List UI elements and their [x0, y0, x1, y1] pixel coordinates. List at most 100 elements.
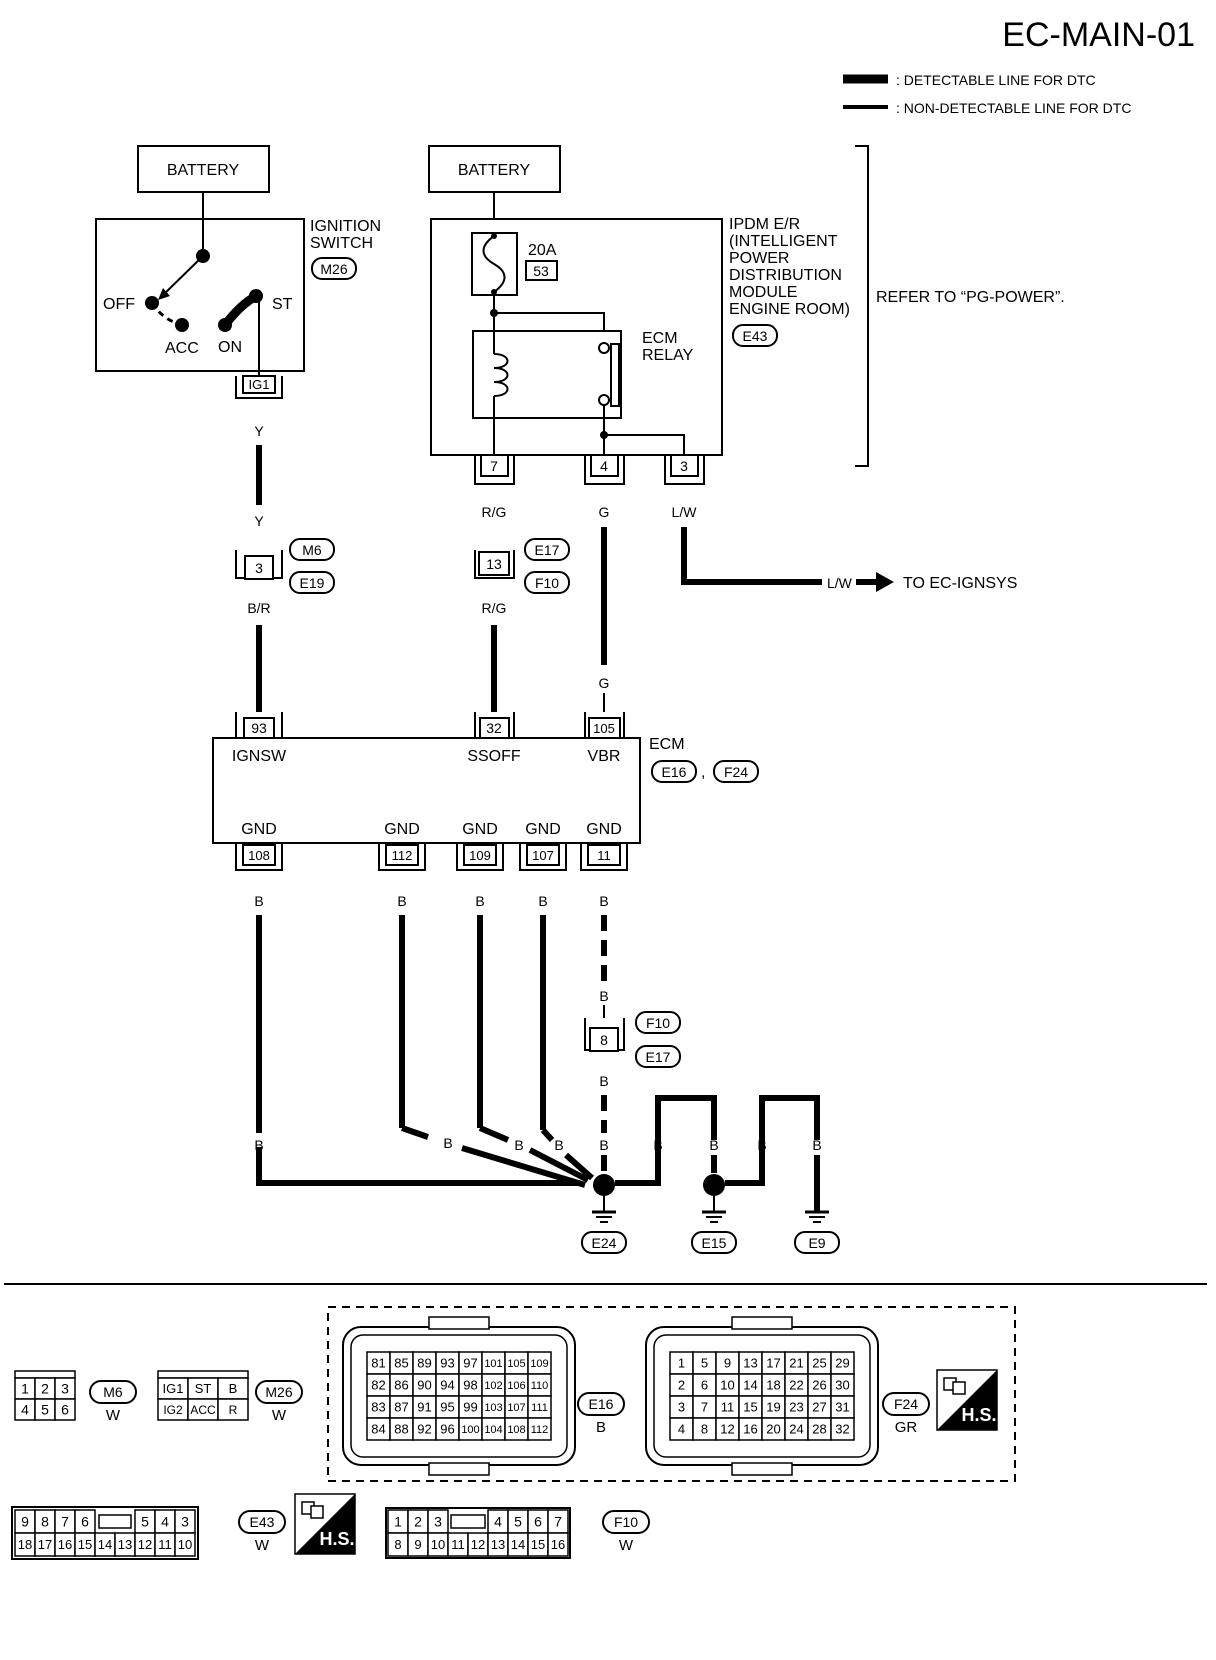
f10-badge — [602, 1510, 650, 1534]
battery-1-label: BATTERY — [167, 162, 240, 179]
ecm-pin-ssoff: SSOFF — [467, 748, 521, 765]
svg-text:B: B — [554, 1137, 563, 1153]
e16-pin-label: 97 — [463, 1356, 477, 1371]
f24-pin-label: 25 — [812, 1356, 826, 1371]
e16-pin-label: 98 — [463, 1378, 477, 1393]
e16-pin-label: 108 — [507, 1424, 525, 1436]
fuse-number-box — [525, 260, 558, 281]
svg-text:32: 32 — [486, 720, 502, 736]
svg-text:GND: GND — [384, 821, 420, 838]
m6-badge-id: M6 — [103, 1384, 123, 1400]
ignition-switch-label-1: IGNITION — [310, 218, 381, 235]
svg-text:93: 93 — [251, 720, 267, 736]
connector-badge-f24-text: F24 — [724, 764, 748, 780]
svg-text:B: B — [514, 1137, 523, 1153]
battery-1 — [137, 145, 270, 193]
jc2-pin — [478, 551, 510, 576]
f24-pin-label: 18 — [766, 1378, 780, 1393]
e16-pin-label: 101 — [484, 1358, 502, 1370]
e16-pin-label: 106 — [507, 1380, 525, 1392]
wire-lw — [681, 527, 822, 585]
svg-text:POWER: POWER — [729, 250, 789, 267]
harness-side-icon-2: H.S. — [294, 1493, 356, 1555]
page-id: EC-MAIN-01 — [1002, 16, 1195, 54]
e16-pin-label: 94 — [440, 1378, 454, 1393]
e16-latch-top — [428, 1316, 490, 1330]
switch-pos-st: ST — [272, 296, 293, 313]
pg-power-bracket — [855, 145, 869, 467]
f24-badge-color: GR — [895, 1419, 918, 1436]
f24-pin-label: 29 — [835, 1356, 849, 1371]
e43-pin-label: 16 — [58, 1537, 72, 1552]
e43-pin-label: 18 — [18, 1537, 32, 1552]
svg-text:GND: GND — [462, 821, 498, 838]
f10-pin-label: 9 — [414, 1537, 421, 1552]
hs-plug-b — [310, 1505, 324, 1519]
ground-badge-e24 — [581, 1231, 627, 1254]
jc3-pin — [589, 1027, 619, 1052]
connector-badge-m6 — [289, 538, 335, 561]
e43-badge — [238, 1510, 286, 1534]
f10-badge-id: F10 — [614, 1514, 638, 1530]
svg-text:B: B — [397, 893, 406, 909]
e16-pin-label: 93 — [440, 1356, 454, 1371]
f24-pin-label: 22 — [789, 1378, 803, 1393]
m26-pin-label: IG1 — [163, 1381, 184, 1396]
connector-badge-e43 — [732, 324, 778, 347]
svg-text:(INTELLIGENT: (INTELLIGENT — [729, 233, 838, 250]
f24-pin-label: 11 — [721, 1400, 735, 1415]
e16-badge-color: B — [596, 1419, 606, 1436]
e16-badge-id: E16 — [589, 1396, 614, 1412]
e16-pin-label: 102 — [484, 1380, 502, 1392]
ecm-connectors-dashed-box — [327, 1306, 1016, 1482]
f24-latch-top — [731, 1316, 793, 1330]
f24-pin-label: 24 — [789, 1422, 803, 1437]
wire-label-rg-2: R/G — [482, 600, 507, 616]
f10-pin-label: 13 — [491, 1537, 505, 1552]
fuse-rating: 20A — [528, 242, 557, 259]
terminal-ig1-text: IG1 — [249, 377, 270, 392]
ecm-pin-vbr: VBR — [588, 748, 621, 765]
f24-pin-label: 27 — [812, 1400, 826, 1415]
terminal-bracket-ig1 — [235, 376, 283, 399]
ground-badge-e15 — [691, 1231, 737, 1254]
e16-pin-label: 112 — [531, 1424, 549, 1436]
svg-text:108: 108 — [248, 848, 270, 863]
f10-pin-label: 14 — [511, 1537, 525, 1552]
m6-badge — [89, 1380, 137, 1404]
svg-text:DISTRIBUTION: DISTRIBUTION — [729, 267, 842, 284]
wire-label-rg-1: R/G — [482, 504, 507, 520]
f10-pin-label: 11 — [451, 1537, 465, 1552]
ecm-connector-comma: , — [701, 764, 705, 781]
e43-pin-label: 17 — [38, 1537, 52, 1552]
f24-pin-label: 3 — [678, 1400, 685, 1415]
ground-network: B B B B — [592, 1095, 829, 1223]
f10-badge-color: W — [619, 1537, 634, 1554]
f24-pin-label: 14 — [743, 1378, 757, 1393]
m6-pin-label: 1 — [21, 1381, 29, 1397]
svg-text:B: B — [538, 893, 547, 909]
f24-pin-label: 9 — [724, 1356, 731, 1371]
e43-pin-label: 7 — [61, 1514, 69, 1530]
connector-badge-e19-text: E19 — [300, 575, 325, 591]
ground-badge-e9 — [794, 1231, 840, 1254]
m6-key — [14, 1370, 76, 1379]
f24-pin-label: 5 — [701, 1356, 708, 1371]
e43-pin-label: 11 — [158, 1537, 172, 1552]
f24-pin-label: 32 — [835, 1422, 849, 1437]
svg-text:107: 107 — [532, 848, 554, 863]
connector-badge-e19 — [289, 571, 335, 594]
svg-text:4: 4 — [600, 458, 608, 474]
ground-e15: E15 — [702, 1235, 727, 1251]
hs-triangle — [937, 1370, 997, 1430]
svg-text:B: B — [812, 1137, 821, 1153]
m26-pin-label: IG2 — [163, 1403, 183, 1417]
m6-pin-label: 4 — [21, 1402, 29, 1418]
e16-pin-label: 87 — [394, 1400, 408, 1415]
wire-label-br: B/R — [247, 600, 270, 616]
e16-pin-label: 99 — [463, 1400, 477, 1415]
f10-pin-label: 12 — [471, 1537, 485, 1552]
connector-badge-f10 — [524, 571, 570, 594]
e16-pin-label: 84 — [371, 1422, 385, 1437]
